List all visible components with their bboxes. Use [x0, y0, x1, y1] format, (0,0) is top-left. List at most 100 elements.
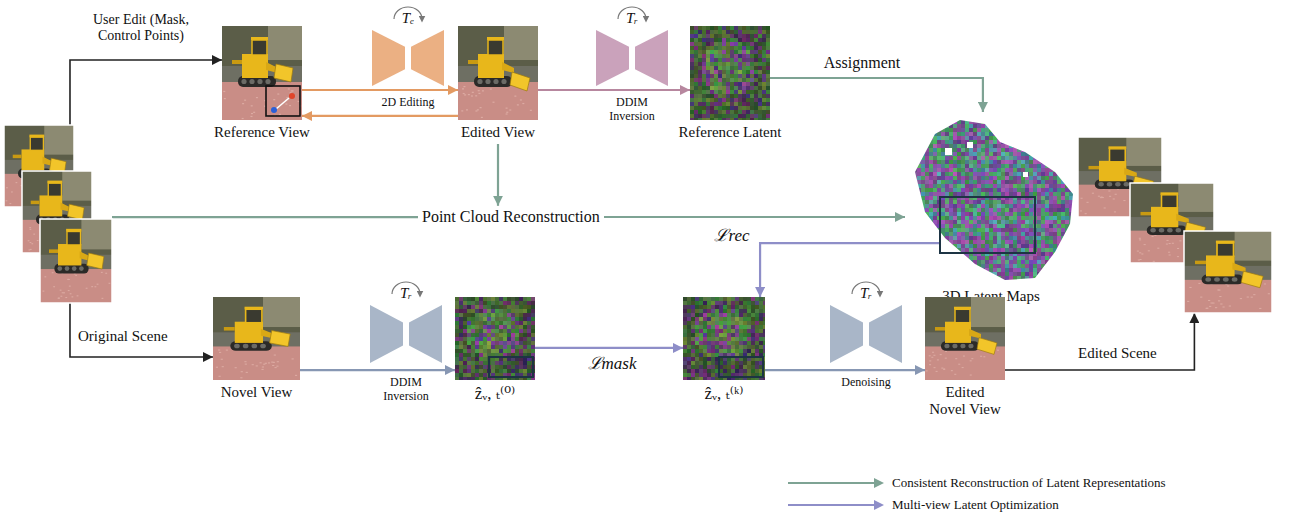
- latent-point-cloud-art-part: [1025, 148, 1029, 152]
- latent-point-cloud-art-part: [1005, 212, 1009, 216]
- reference-latent-map-art-part: [730, 62, 734, 66]
- latent-point-cloud-art-part: [1073, 172, 1077, 176]
- latent-point-cloud-art-part: [905, 204, 909, 208]
- latent-point-cloud-art-part: [929, 156, 933, 160]
- latent-point-cloud-art-part: [1029, 212, 1033, 216]
- reference-latent-map-art-part: [730, 106, 734, 110]
- latent-point-cloud-art-part: [1073, 200, 1077, 204]
- latent-point-cloud-art-part: [1041, 168, 1045, 172]
- reference-view-image-art-part: [291, 90, 293, 91]
- scene-image-stack-art-part: [40, 219, 112, 303]
- latent-point-cloud-art-part: [1049, 152, 1053, 156]
- latent-point-cloud-art-part: [1053, 200, 1057, 204]
- latent-point-cloud-art-part: [1061, 216, 1065, 220]
- latent-point-cloud-art-part: [949, 140, 953, 144]
- latent-point-cloud-art-part: [977, 152, 981, 156]
- latent-point-cloud-art-part: [1057, 152, 1061, 156]
- reference-latent-map-art-part: [738, 98, 742, 102]
- latent-point-cloud-art-part: [1057, 112, 1061, 116]
- latent-point-cloud-art-part: [1025, 128, 1029, 132]
- latent-point-cloud-art-part: [1029, 148, 1033, 152]
- reference-latent-map-art-part: [714, 34, 718, 38]
- latent-point-cloud-art-part: [1061, 148, 1065, 152]
- latent-point-cloud-art-part: [1069, 172, 1073, 176]
- reference-latent-map-art-part: [702, 102, 706, 106]
- latent-point-cloud-art-part: [921, 148, 925, 152]
- latent-point-cloud-art-part: [977, 116, 981, 120]
- latent-point-cloud-art-part: [1005, 200, 1009, 204]
- reference-view-image-art-part: [288, 88, 290, 89]
- latent-point-cloud-art-part: [1021, 144, 1025, 148]
- latent-point-cloud-art-part: [1001, 224, 1005, 228]
- reference-latent-map-art-part: [702, 70, 706, 74]
- latent-point-cloud-art-part: [961, 208, 965, 212]
- reference-latent-map-art-part: [750, 74, 754, 78]
- latent-point-cloud-art-part: [961, 144, 965, 148]
- latent-point-cloud-art-part: [933, 184, 937, 188]
- reference-latent-map-art-part: [690, 110, 694, 114]
- scene-image-stack-art-part: [60, 290, 62, 291]
- latent-point-cloud-art-part: [1069, 128, 1073, 132]
- reference-latent-map-art-part: [758, 78, 762, 82]
- latent-point-cloud-art-part: [921, 156, 925, 160]
- latent-point-cloud-art-part: [913, 144, 917, 148]
- reference-latent-map-art-part: [714, 82, 718, 86]
- reference-latent-map-art-part: [742, 54, 746, 58]
- latent-point-cloud-art-part: [1021, 124, 1025, 128]
- latent-point-cloud-art-part: [1061, 168, 1065, 172]
- reference-latent-map-art-part: [742, 90, 746, 94]
- latent-point-cloud-art-part: [1009, 128, 1013, 132]
- latent-point-cloud-art-part: [1025, 188, 1029, 192]
- scene-image-stack-art-part: [33, 234, 35, 235]
- latent-point-cloud-art-part: [1017, 184, 1021, 188]
- latent-point-cloud-art-part: [953, 116, 957, 120]
- reference-latent-map-art-part: [702, 66, 706, 70]
- latent-point-cloud-art-part: [981, 120, 985, 124]
- latent-point-cloud-art-part: [941, 140, 945, 144]
- latent-point-cloud-art-part: [905, 184, 909, 188]
- latent-point-cloud-art-part: [1061, 164, 1065, 168]
- reference-latent-map-art-part: [738, 58, 742, 62]
- reference-latent-map-art-part: [722, 74, 726, 78]
- latent-point-cloud-art-part: [933, 172, 937, 176]
- reference-latent-map-art-part: [714, 98, 718, 102]
- latent-point-cloud-art-part: [1049, 212, 1053, 216]
- latent-point-cloud-art-part: [985, 180, 989, 184]
- latent-point-cloud-art-part: [1041, 220, 1045, 224]
- latent-point-cloud-art-part: [921, 152, 925, 156]
- reference-latent-map-art-part: [714, 110, 718, 114]
- reference-latent-map-art-part: [730, 70, 734, 74]
- latent-point-cloud-art-part: [961, 148, 965, 152]
- latent-point-cloud-art-part: [941, 156, 945, 160]
- reference-latent-map-art-part: [706, 74, 710, 78]
- latent-point-cloud-art-part: [941, 212, 945, 216]
- reference-latent-map-art-part: [762, 98, 766, 102]
- reference-latent-map-art-part: [746, 42, 750, 46]
- latent-point-cloud-art-part: [1013, 208, 1017, 212]
- reference-view-image-art-part: [222, 26, 302, 120]
- latent-point-cloud-art-part: [937, 180, 941, 184]
- latent-point-cloud-art-part: [1049, 204, 1053, 208]
- latent-point-cloud-art-part: [933, 204, 937, 208]
- latent-point-cloud-art-part: [989, 220, 993, 224]
- reference-latent-map-art-part: [698, 110, 702, 114]
- latent-point-cloud-art-part: [1009, 208, 1013, 212]
- latent-point-cloud-art-part: [1057, 164, 1061, 168]
- reference-latent-map-art-part: [722, 102, 726, 106]
- latent-point-cloud-art-part: [1045, 196, 1049, 200]
- latent-point-cloud-art-part: [1073, 188, 1077, 192]
- latent-point-cloud-art-part: [941, 208, 945, 212]
- edited-view-image-art-part: [466, 109, 468, 110]
- scene-image-stack-art-part: [75, 275, 77, 276]
- latent-point-cloud-art-part: [993, 124, 997, 128]
- latent-point-cloud-art-part: [1017, 124, 1021, 128]
- latent-point-cloud-art-part: [969, 220, 973, 224]
- latent-point-cloud-art-part: [953, 220, 957, 224]
- latent-point-cloud-art-part: [1013, 168, 1017, 172]
- latent-point-cloud-art-part: [945, 176, 949, 180]
- latent-point-cloud-art-part: [917, 188, 921, 192]
- latent-point-cloud-art-part: [913, 116, 917, 120]
- reference-latent-map-art-part: [706, 86, 710, 90]
- reference-latent-map-art-part: [726, 26, 730, 30]
- latent-point-cloud-art-part: [917, 180, 921, 184]
